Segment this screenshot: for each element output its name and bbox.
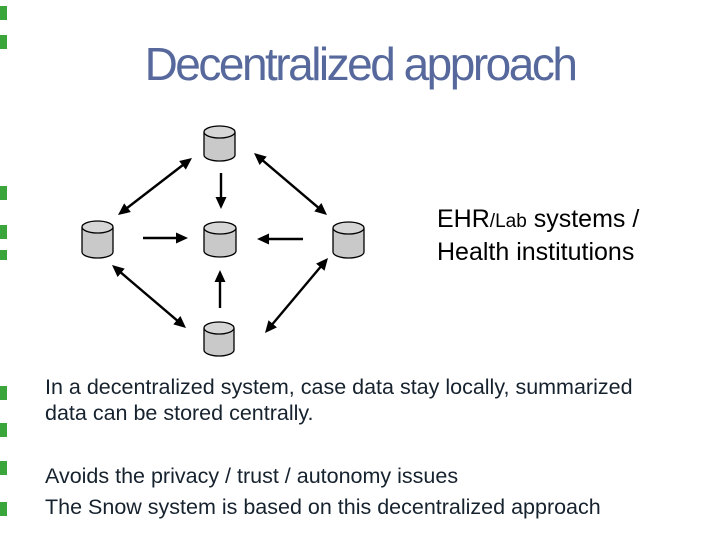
double-headed-arrow (118, 158, 192, 215)
left-edge-accent-bar (0, 225, 7, 239)
arrowhead (254, 153, 267, 165)
notes-paragraph: Avoids the privacy / trust / autonomy is… (45, 461, 601, 523)
arrowhead (214, 270, 226, 282)
arrowhead (215, 197, 227, 209)
label-lab: /Lab (489, 211, 527, 232)
double-headed-arrow (112, 265, 186, 328)
arrowhead (314, 203, 327, 215)
arrowhead (173, 316, 186, 328)
database-cylinder-top (203, 125, 236, 162)
arrow (257, 233, 303, 245)
arrowhead (179, 158, 192, 170)
left-edge-accent-bar (0, 461, 7, 475)
database-cylinder-right (332, 221, 365, 259)
notes-line: The Snow system is based on this decentr… (45, 495, 601, 519)
arrowhead (112, 265, 125, 277)
arrowhead (257, 233, 269, 245)
left-edge-accent-bar (0, 386, 7, 400)
left-edge-accent-bar (0, 186, 7, 200)
left-edge-accent-bar (0, 6, 7, 20)
database-cylinder-left (81, 220, 114, 259)
arrowhead (265, 320, 277, 333)
left-edge-accent-bar (0, 423, 7, 437)
label-systems: systems / (526, 205, 640, 233)
decentralized-network-diagram (81, 125, 365, 357)
double-headed-arrow (254, 153, 327, 215)
arrow (215, 173, 227, 209)
diagram-label-line2: Health institutions (437, 238, 635, 266)
left-edge-accent-bar (0, 35, 7, 49)
arrowhead (316, 258, 328, 271)
slide-title: Decentralized approach (144, 38, 578, 90)
body-line: In a decentralized system, case data sta… (45, 375, 633, 399)
diagram-label: EHR/Lab systems / Health institutions (437, 204, 639, 267)
body-paragraph: In a decentralized system, case data sta… (45, 374, 633, 426)
label-ehr: EHR (437, 205, 490, 233)
arrow (143, 232, 188, 244)
arrow (214, 270, 226, 308)
database-cylinder-bottom (203, 321, 235, 357)
arrowhead (118, 203, 131, 215)
left-edge-accent-bar (0, 502, 7, 516)
body-line: data can be stored centrally. (45, 401, 314, 425)
left-edge-accent-bar (0, 250, 7, 260)
database-cylinder-center (203, 221, 237, 258)
notes-line: Avoids the privacy / trust / autonomy is… (45, 464, 459, 488)
diagram-label-line1: EHR/Lab systems / (437, 204, 639, 237)
double-headed-arrow (265, 258, 328, 333)
arrowhead (176, 232, 188, 244)
